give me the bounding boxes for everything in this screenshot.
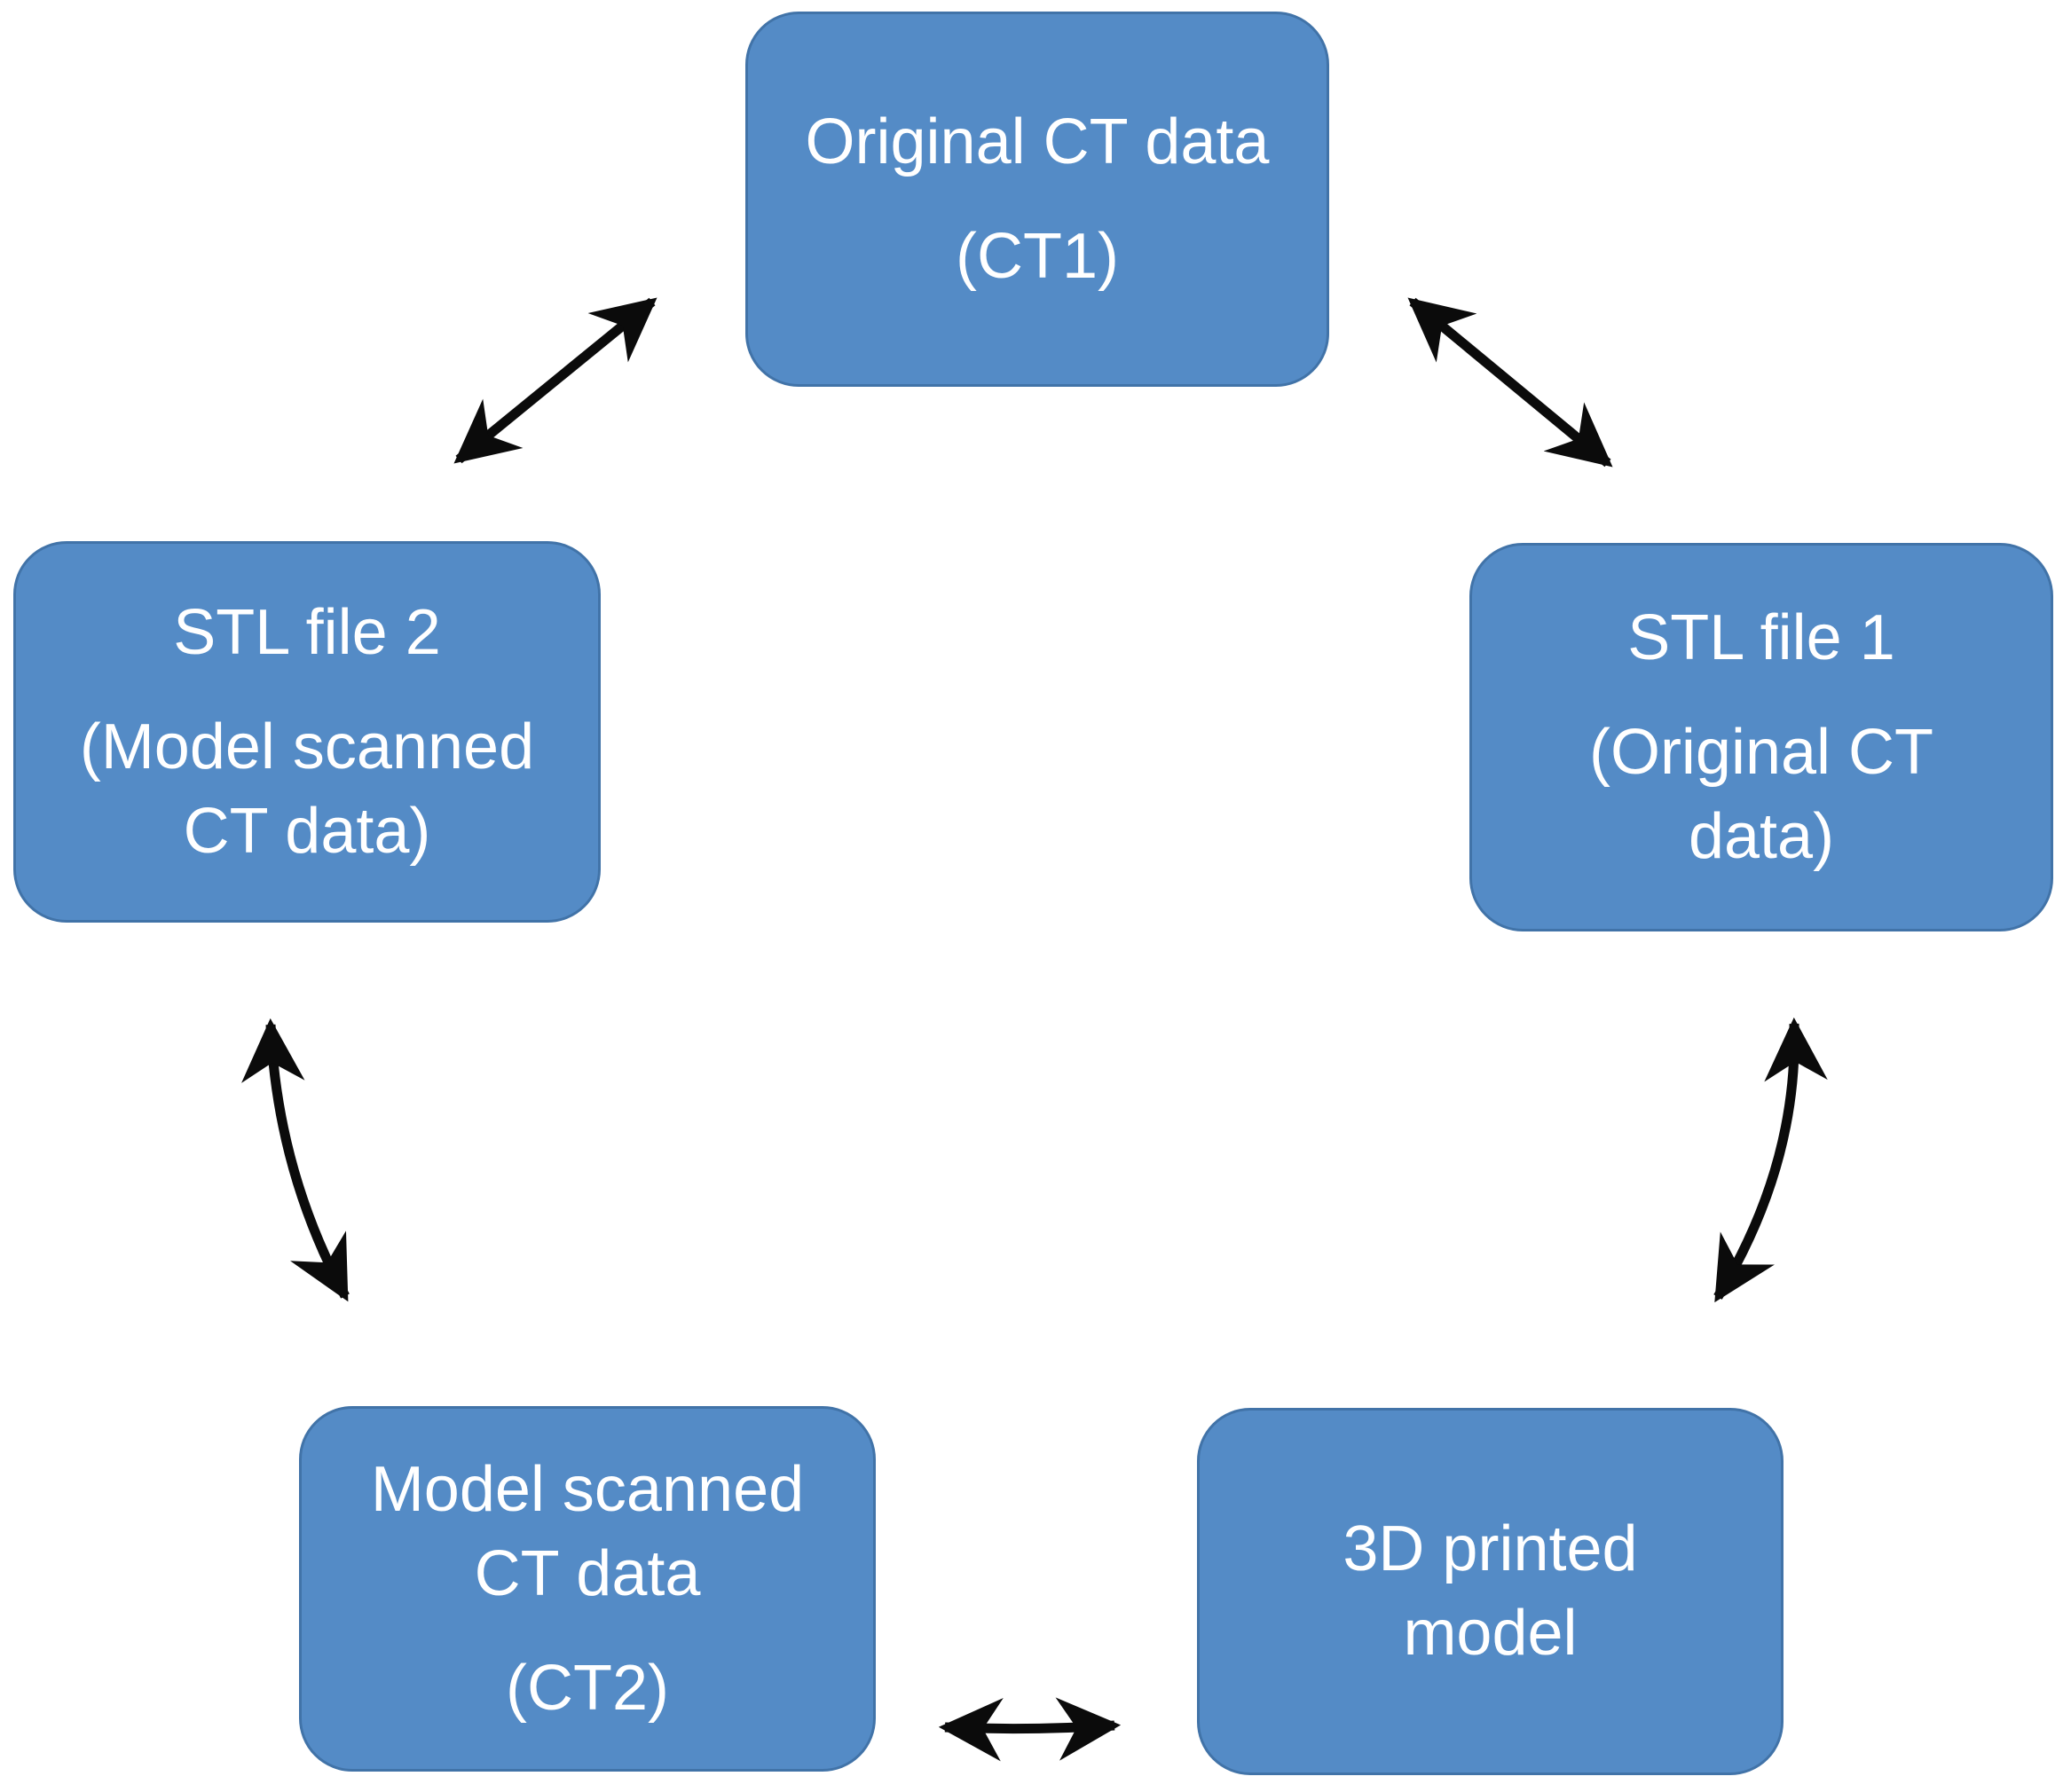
node-label-line: (Original CT <box>1588 716 1934 788</box>
node-label-line: Model scanned <box>370 1453 805 1525</box>
node-label-line: Original CT data <box>805 106 1270 177</box>
node-model-scanned-ct-data: Model scanned CT data (CT2) <box>299 1406 876 1772</box>
node-label-line: (CT2) <box>506 1652 669 1724</box>
node-3d-printed-model: 3D printed model <box>1197 1408 1783 1775</box>
node-label-line: CT data <box>474 1537 701 1609</box>
node-label-line: CT data) <box>183 795 431 867</box>
double-arrow-stl2-ct2 <box>241 1018 350 1302</box>
double-arrow-ct1-stl1 <box>1407 297 1613 468</box>
node-stl-file-2: STL file 2 (Model scanned CT data) <box>13 541 601 923</box>
node-stl-file-1: STL file 1 (Original CT data) <box>1469 543 2053 931</box>
node-label-line: 3D printed <box>1343 1513 1638 1584</box>
node-label-line: STL file 1 <box>1627 601 1895 673</box>
node-label-line: (CT1) <box>956 220 1119 292</box>
node-original-ct-data: Original CT data (CT1) <box>745 12 1329 387</box>
double-arrow-ct1-stl2 <box>453 297 657 464</box>
node-label-line: data) <box>1688 800 1835 872</box>
node-label-line: STL file 2 <box>173 596 441 668</box>
double-arrow-stl1-3dp <box>1713 1017 1828 1303</box>
node-label-line: (Model scanned <box>79 711 535 782</box>
node-label-line: model <box>1403 1598 1578 1669</box>
double-arrow-ct2-3dp <box>938 1697 1122 1762</box>
